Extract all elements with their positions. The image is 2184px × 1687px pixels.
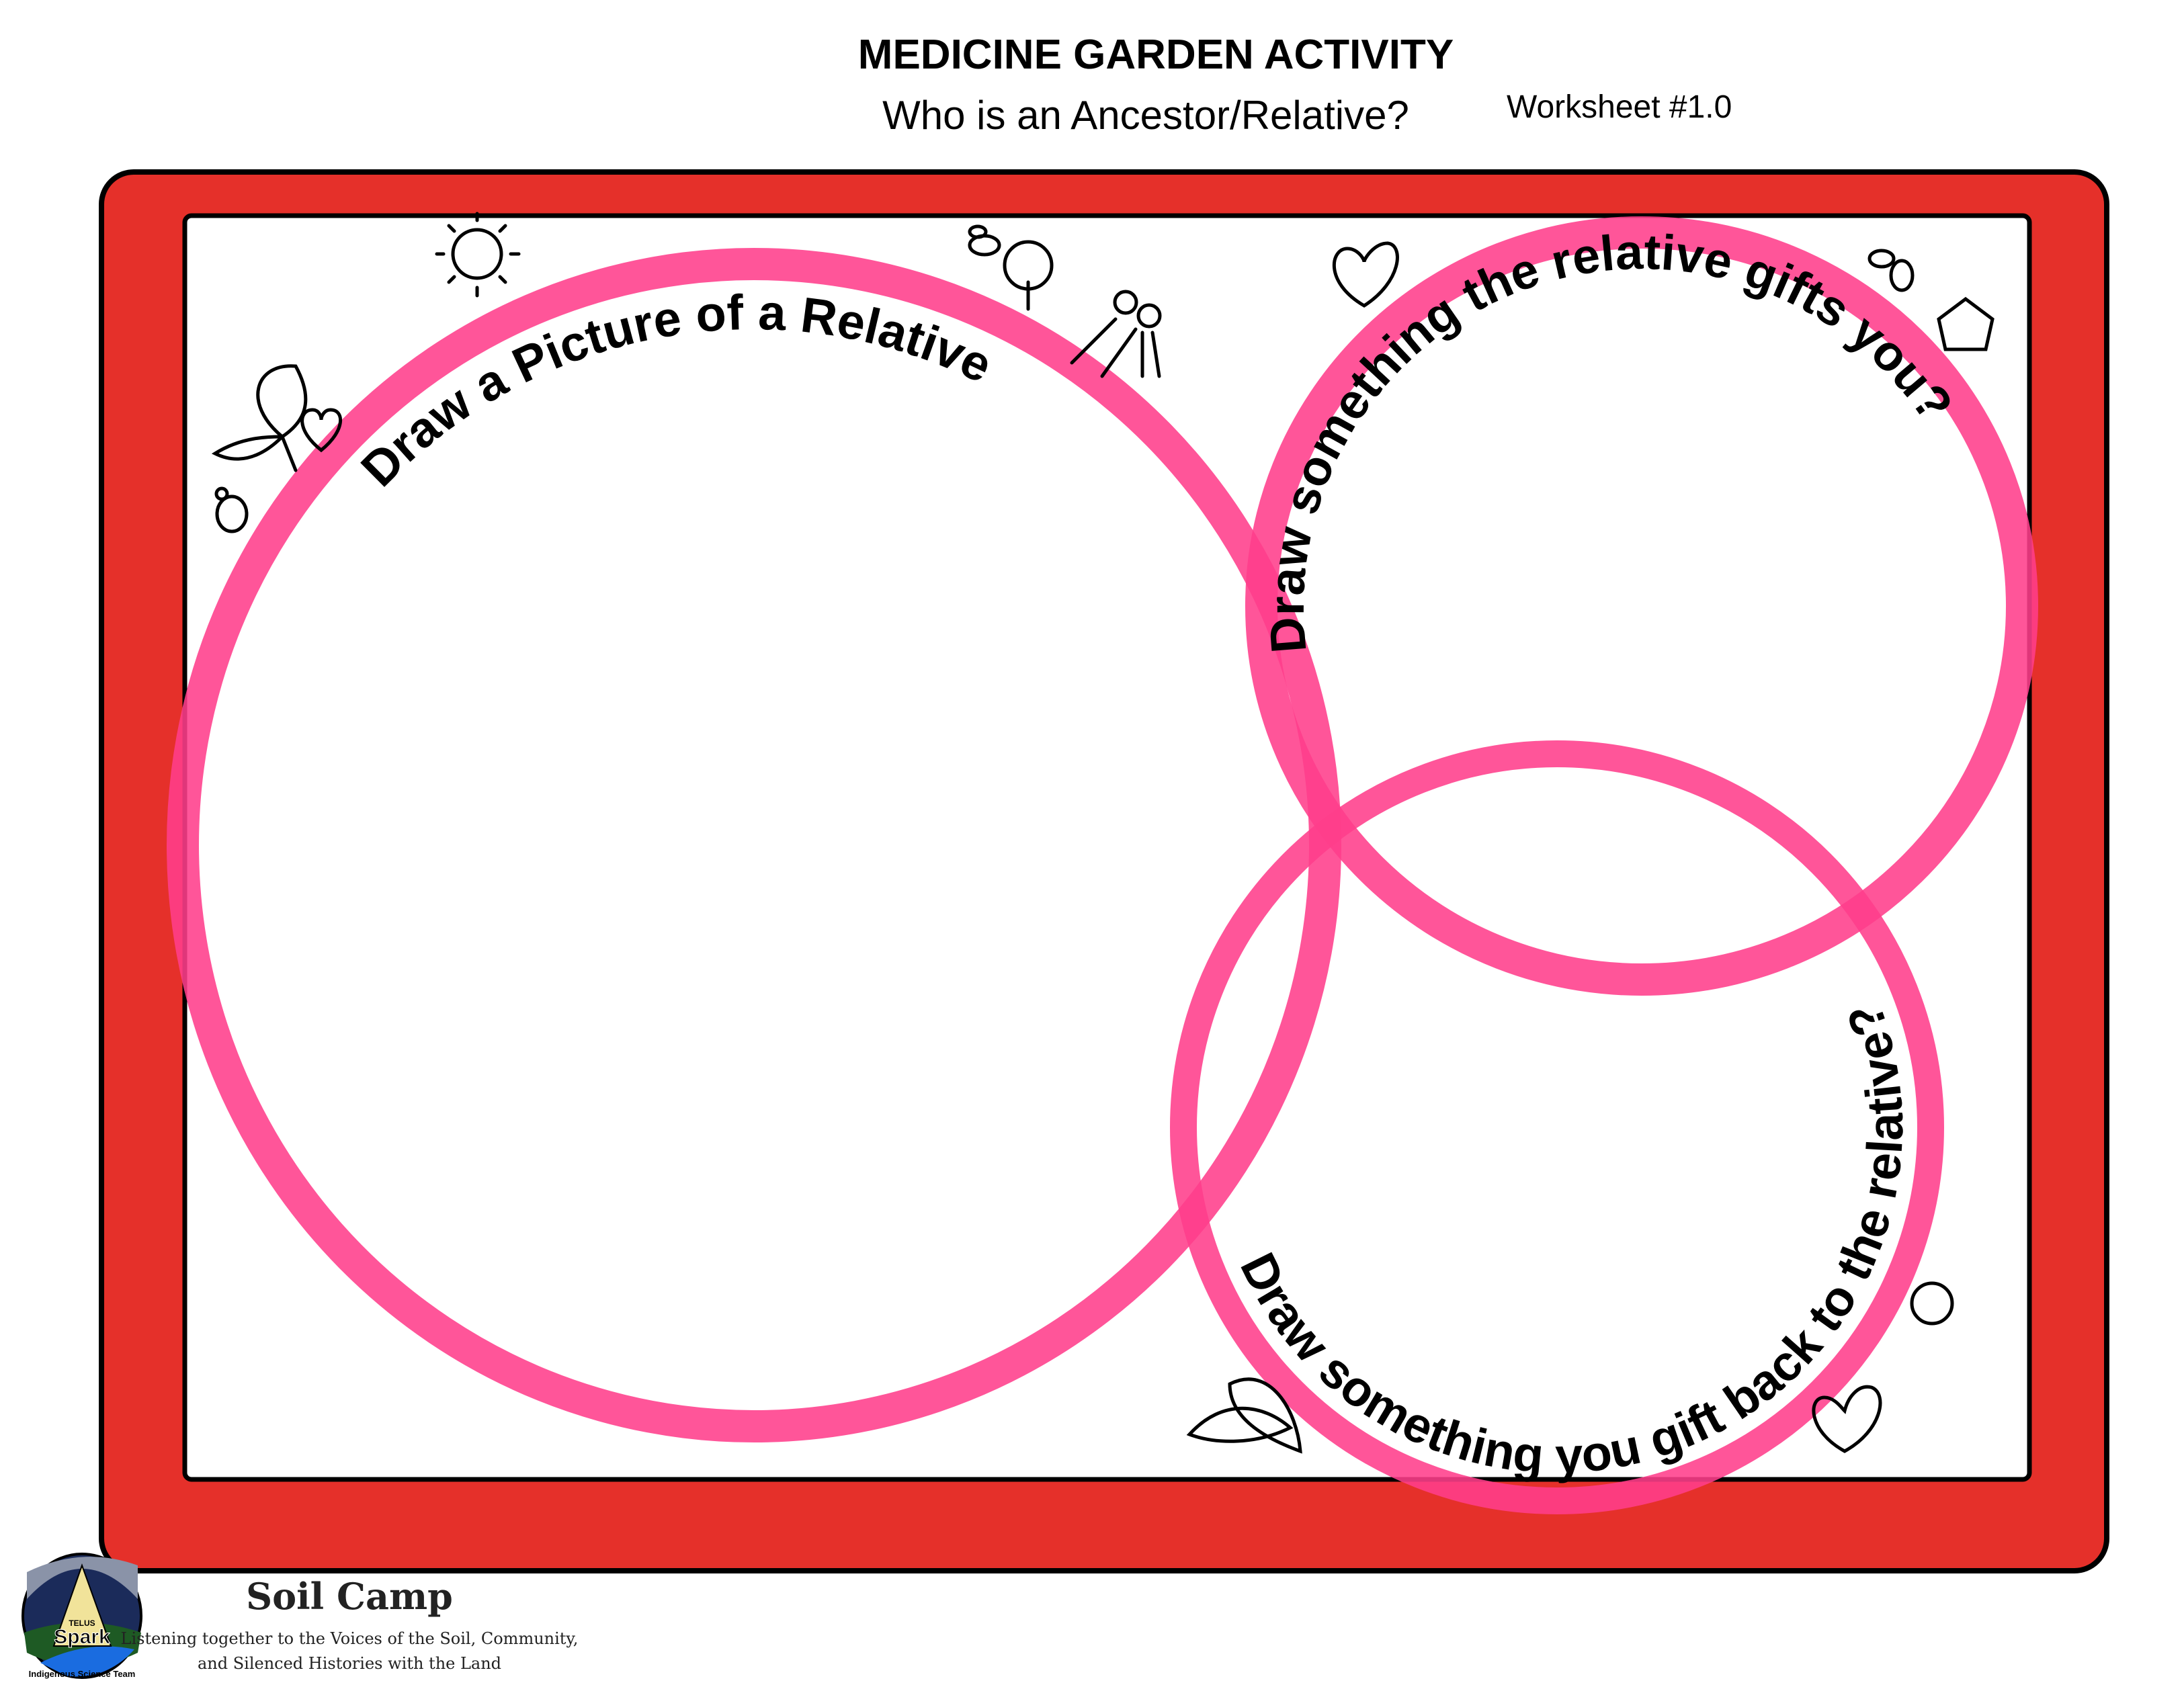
camp-name: Soil Camp: [246, 1575, 453, 1618]
tagline-1: Listening together to the Voices of the …: [121, 1629, 579, 1648]
venn-rings: [167, 216, 2038, 1514]
logo-spark: Spark: [54, 1626, 110, 1648]
mouse-icon: [214, 486, 249, 533]
logo-telus: TELUS: [69, 1618, 95, 1628]
sun-icon: [435, 212, 521, 298]
ring-gift-back: [1170, 740, 1944, 1514]
heart-icon: [300, 408, 342, 453]
tree-icon: [1003, 240, 1054, 311]
leaf-icon: [211, 364, 308, 472]
tagline-2: and Silenced Histories with the Land: [198, 1654, 501, 1673]
face-icon: [1910, 1281, 1954, 1326]
worksheet-number: Worksheet #1.0: [1507, 89, 1732, 125]
heart-icon: [1332, 241, 1399, 308]
leaves-icon: [1186, 1377, 1302, 1454]
page-subtitle: Who is an Ancestor/Relative?: [882, 93, 1409, 138]
people-icon: [1070, 290, 1162, 378]
page-title: MEDICINE GARDEN ACTIVITY: [858, 32, 1454, 78]
house-icon: [1937, 296, 1994, 351]
heart-icon: [1812, 1385, 1882, 1453]
bee-icon: [968, 224, 1001, 257]
butterfly-icon: [1867, 249, 1915, 292]
spark-logo: TELUS Spark Indigenous Science Team: [22, 1553, 142, 1679]
logo-ring-text: Indigenous Science Team: [29, 1669, 136, 1679]
ring-gifts-you: [1245, 216, 2038, 996]
